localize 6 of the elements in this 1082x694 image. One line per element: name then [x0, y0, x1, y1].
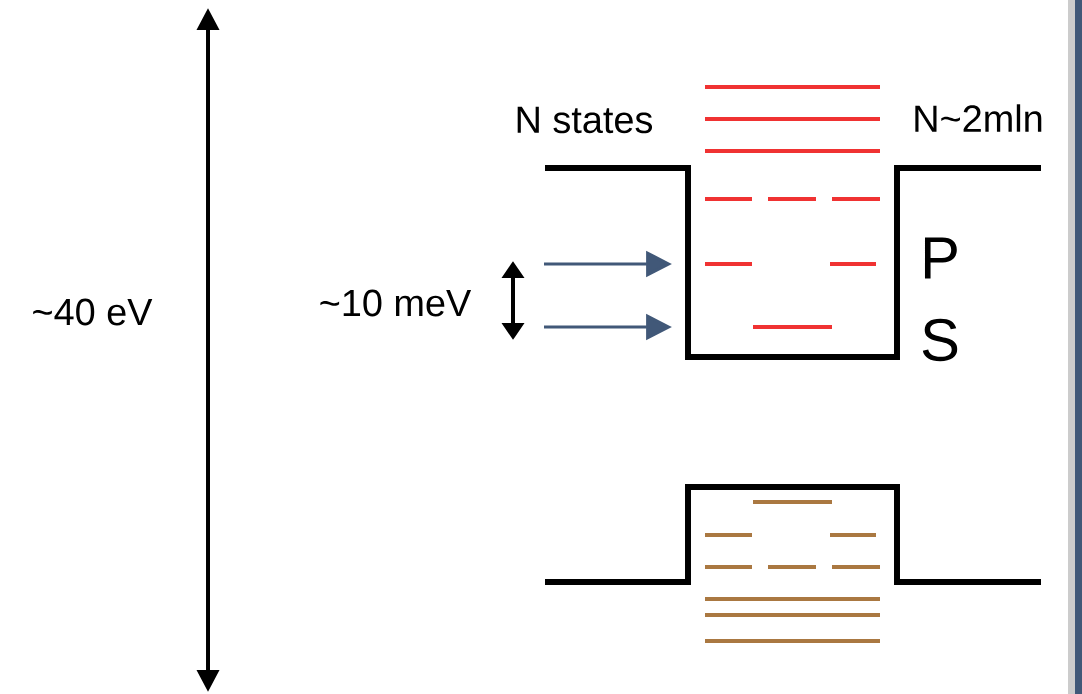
level-label: P — [924, 237, 957, 279]
energy-label: N~2mln — [915, 104, 1042, 132]
energy-label: N states — [517, 106, 653, 134]
dimension-label: ~10 meV — [320, 289, 472, 317]
level-label: S — [922, 318, 958, 362]
dimension-label: ~40 eV — [33, 298, 153, 326]
